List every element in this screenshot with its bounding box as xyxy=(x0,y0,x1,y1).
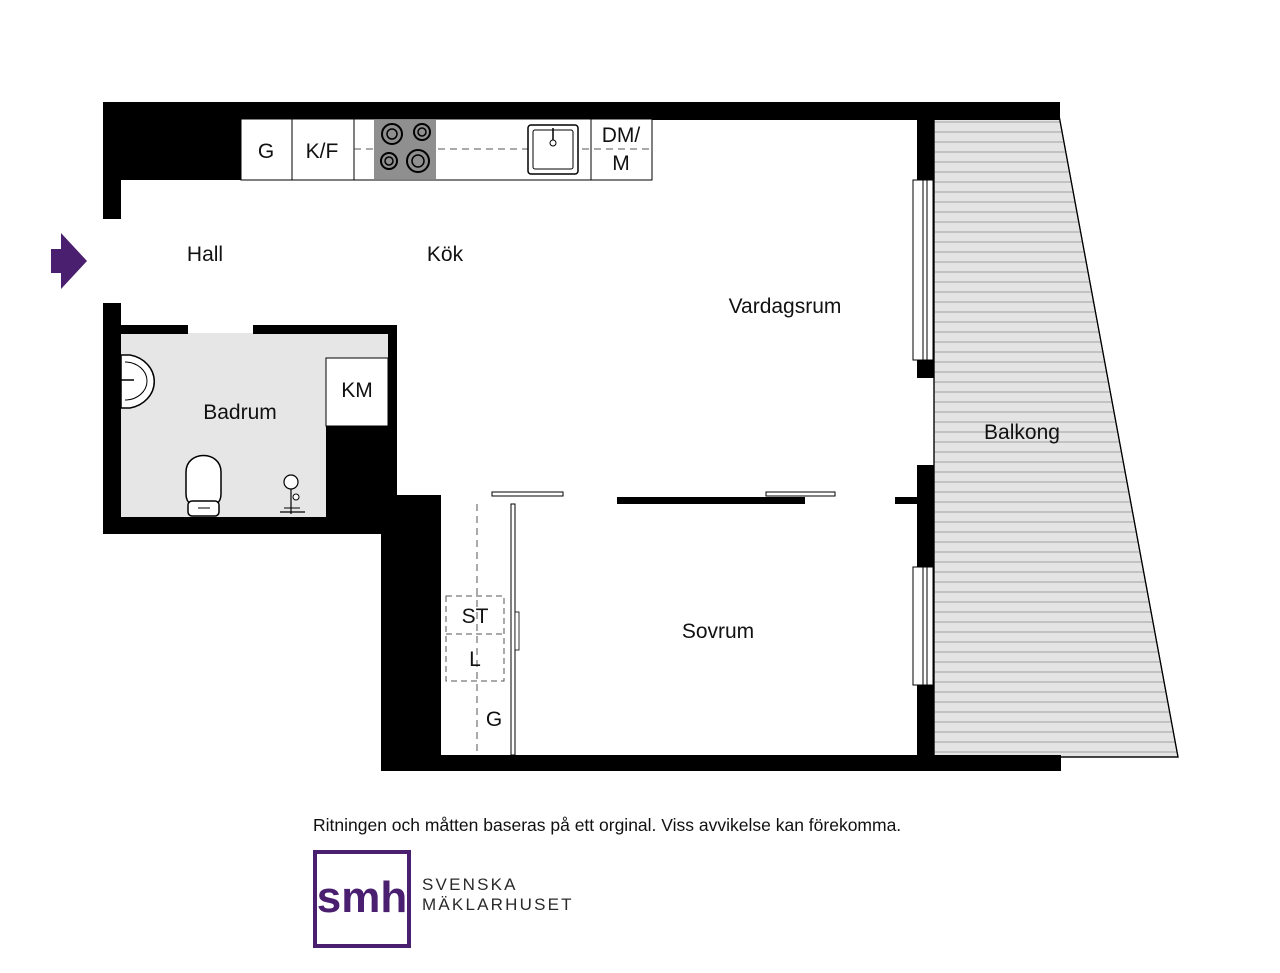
sliding-door-bedroom xyxy=(765,491,836,497)
fridge-freezer-label: K/F xyxy=(306,140,339,163)
room-label-living: Vardagsrum xyxy=(729,295,842,318)
brand-name-line2: MÄKLARHUSET xyxy=(422,895,574,914)
window-living xyxy=(912,179,934,361)
washbasin-icon xyxy=(120,354,155,409)
brand-name-line1: SVENSKA xyxy=(422,875,518,894)
window-bedroom xyxy=(912,566,934,686)
room-label-balcony: Balkong xyxy=(984,421,1060,444)
kitchen-sink-icon xyxy=(527,124,579,175)
walls xyxy=(103,102,1061,771)
closet-area xyxy=(445,503,520,756)
kitchen-counter xyxy=(240,118,653,181)
room-label-kitchen: Kök xyxy=(427,243,464,266)
washing-machine-box xyxy=(325,357,389,427)
kitchen-g-label: G xyxy=(258,140,274,163)
linen-label: L xyxy=(469,648,481,671)
logo-text: smh xyxy=(317,873,407,922)
dishwasher-label-line1: DM/ xyxy=(602,124,641,147)
room-label-hall: Hall xyxy=(187,243,223,266)
stove-icon xyxy=(374,120,436,179)
entrance-arrow-icon xyxy=(51,233,87,289)
toilet-icon xyxy=(185,454,222,517)
washer-label: KM xyxy=(341,379,373,402)
room-label-bedroom: Sovrum xyxy=(682,620,754,643)
disclaimer-text: Ritningen och måtten baseras på ett orgi… xyxy=(313,815,902,835)
dishwasher-label-line2: M xyxy=(612,152,630,175)
sliding-door-closet xyxy=(491,491,564,497)
wardrobe-g-label: G xyxy=(486,708,502,731)
drying-cabinet-label: ST xyxy=(462,605,489,628)
room-label-bathroom: Badrum xyxy=(203,401,277,424)
brand-logo: smh xyxy=(313,850,411,948)
shower-icon xyxy=(280,474,305,514)
